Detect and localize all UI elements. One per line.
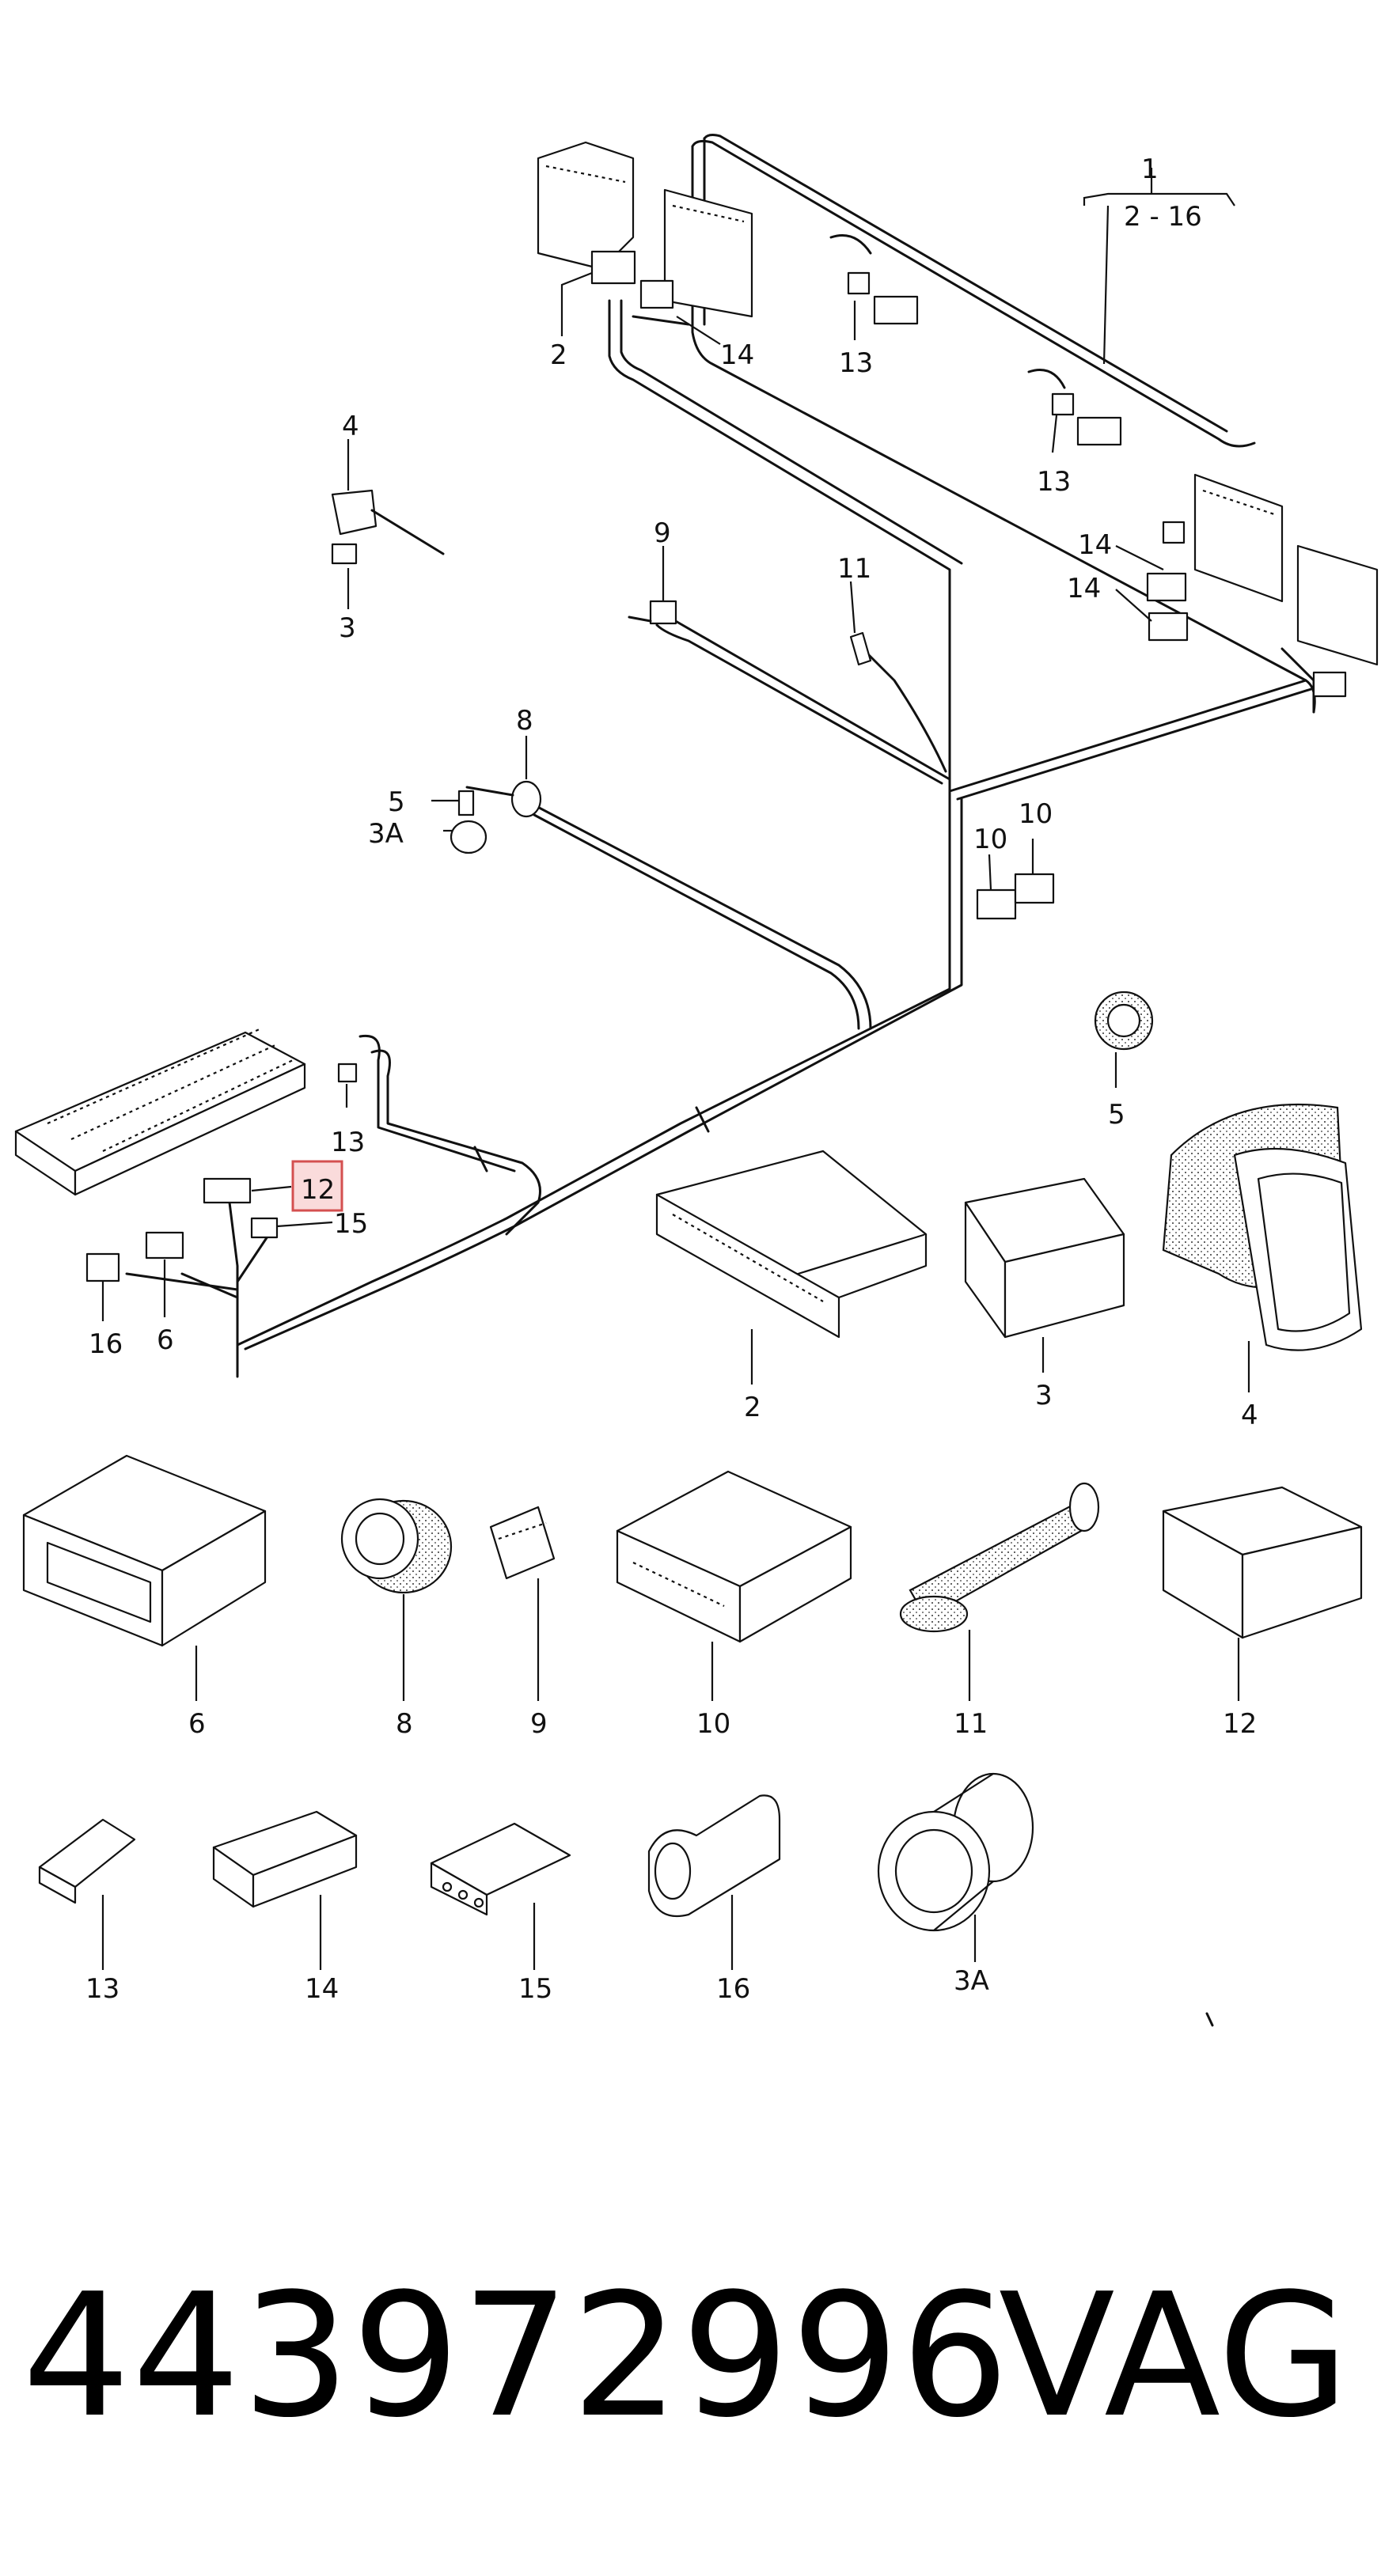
control-unit-bracket [537, 141, 1379, 698]
callout-3-detail: 3 [1035, 1380, 1053, 1411]
leader-lines [101, 168, 1250, 1970]
callout-10-b: 10 [1019, 798, 1053, 830]
highlight-box-12 [291, 1160, 343, 1212]
callout-3A-top: 3A [368, 818, 404, 850]
part-8-grommet [340, 1498, 453, 1594]
main-wiring-harness [125, 134, 1316, 1378]
callout-14-detail: 14 [305, 1973, 339, 2005]
callout-14-top: 14 [720, 339, 754, 371]
part-5-grommet [1094, 991, 1154, 1051]
grommet-8-small [457, 780, 542, 818]
callout-1-range: 2 - 16 [1124, 201, 1202, 233]
callout-10-detail: 10 [696, 1708, 730, 1740]
connector-13-mid [1051, 392, 1122, 446]
callout-11-detail: 11 [954, 1708, 988, 1740]
callout-13-top: 13 [839, 347, 873, 379]
part-14-connector [212, 1810, 358, 1908]
part-16-connector [647, 1794, 781, 1918]
part-11-key-tool [899, 1482, 1100, 1633]
callout-4-detail: 4 [1241, 1400, 1258, 1431]
wiring-harness-diagram: 1 2 - 16 2 14 13 13 4 3 9 11 14 14 8 5 3… [14, 134, 1379, 2027]
connectors-14-right [1146, 521, 1189, 642]
callout-13-left: 13 [331, 1127, 365, 1158]
connector-4-small [331, 489, 445, 565]
part-3A-round-socket [877, 1772, 1034, 1932]
callout-12-left: 12 [301, 1174, 335, 1206]
connector-13-top [847, 271, 919, 325]
stray-mark [1205, 2012, 1214, 2027]
callout-5-detail: 5 [1108, 1099, 1125, 1131]
callout-14-right-1: 14 [1078, 529, 1112, 561]
callout-14-right-2: 14 [1067, 573, 1101, 604]
callout-16-left: 16 [89, 1328, 123, 1360]
callout-8-top: 8 [516, 705, 533, 737]
callout-15-left: 15 [334, 1208, 368, 1240]
part-4-cap-cover [1162, 1103, 1363, 1351]
connector-9 [628, 600, 677, 625]
callout-11-top: 11 [837, 553, 871, 585]
part-9-connector [489, 1506, 556, 1580]
part-13-contact [38, 1818, 136, 1904]
callout-9-detail: 9 [530, 1708, 548, 1740]
connector-14-top [632, 279, 690, 326]
callout-13-mid: 13 [1037, 466, 1071, 498]
callout-12-detail: 12 [1223, 1708, 1257, 1740]
callout-13-detail: 13 [85, 1973, 120, 2005]
callout-2-top: 2 [550, 339, 567, 371]
socket-3A-small [450, 820, 488, 854]
part-3-connector-housing [964, 1177, 1125, 1339]
callout-8-detail: 8 [396, 1708, 413, 1740]
part-10-connector-block [616, 1470, 852, 1643]
left-connectors [85, 1063, 358, 1282]
callout-15-detail: 15 [518, 1973, 552, 2005]
callout-2-detail: 2 [744, 1392, 761, 1423]
brand-text: VAG [998, 2256, 1349, 2455]
connector-11 [849, 631, 872, 666]
callout-3-top: 3 [339, 612, 356, 644]
part-2-control-unit [655, 1150, 928, 1339]
callout-10-a: 10 [973, 824, 1007, 855]
callout-16-detail: 16 [716, 1973, 750, 2005]
callout-9-top: 9 [654, 517, 671, 549]
callout-5-top: 5 [388, 786, 405, 818]
part-6-relay-holder [22, 1454, 267, 1647]
callout-1: 1 [1141, 153, 1159, 185]
connectors-10 [976, 873, 1055, 920]
callout-3A-detail: 3A [954, 1965, 989, 1997]
relay-plate [14, 1027, 306, 1196]
callout-6-detail: 6 [188, 1708, 206, 1740]
part-15-connector [430, 1822, 571, 1916]
callout-6-left: 6 [157, 1324, 174, 1356]
part-12-connector-housing [1162, 1486, 1363, 1639]
connector-2-top [590, 250, 636, 285]
callout-labels: 1 2 - 16 2 14 13 13 4 3 9 11 14 14 8 5 3… [85, 153, 1258, 2005]
callout-4-top: 4 [342, 411, 359, 442]
part-number-text: 443972996 [22, 2256, 1011, 2455]
